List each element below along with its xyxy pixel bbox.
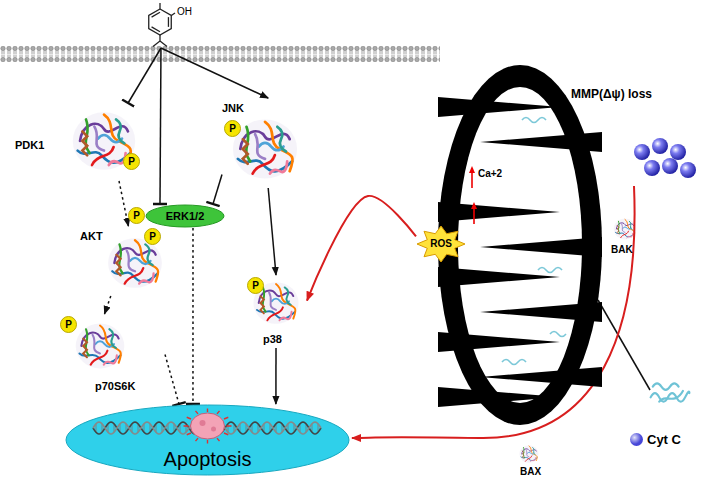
protein-structure	[651, 383, 690, 401]
phospho-label: P	[65, 319, 72, 331]
activation-arrow	[161, 48, 268, 98]
protein-structure	[614, 219, 637, 240]
protein-structure	[76, 324, 125, 369]
legend-entry: Cyt C	[630, 432, 681, 447]
atom-label: OH	[177, 6, 192, 18]
protein-label: JNK	[222, 102, 244, 115]
phospho-badge: P	[128, 207, 145, 224]
mito-label: MMP(Δψ) loss	[571, 88, 652, 102]
phospho-label: P	[133, 210, 140, 222]
protein-node: JNK P	[222, 98, 306, 188]
phospho-label: P	[229, 123, 236, 135]
protein-label: BAK	[611, 244, 633, 256]
ion-label: Ca+2	[478, 168, 502, 180]
ros-label: ROS	[430, 238, 452, 250]
phospho-badge: P	[247, 277, 264, 294]
phospho-badge: P	[144, 228, 161, 245]
activation-arrow	[105, 296, 111, 314]
phospho-badge: P	[123, 153, 140, 170]
inhibition-line	[128, 48, 161, 103]
protein-node: p38 P	[245, 275, 307, 348]
legend-label: Cyt C	[647, 432, 681, 447]
inhibition-line	[192, 228, 194, 404]
activation-arrow	[268, 188, 276, 275]
phospho-label: P	[149, 231, 156, 243]
phospho-badge: P	[60, 316, 77, 333]
phospho-badge: P	[224, 120, 241, 137]
legend-swatch	[630, 433, 643, 446]
apoptosis-label: Apoptosis	[164, 448, 252, 471]
protein-node: AKT P	[80, 226, 168, 296]
protein-node: PDK1P	[15, 103, 145, 181]
protein-label: BAX	[520, 466, 541, 478]
activation-arrow	[275, 348, 277, 404]
activation-arrow	[119, 181, 128, 226]
protein-label: AKT	[80, 230, 103, 243]
cytochrome-cluster	[634, 138, 696, 178]
inhibition-line	[213, 175, 222, 205]
protein-structure	[519, 445, 538, 463]
ros-burst: ROS	[416, 225, 466, 263]
apoptosis-ellipse: Apoptosis	[65, 404, 350, 476]
thymol-molecule: OH	[130, 0, 194, 48]
phospho-label: P	[252, 280, 259, 292]
protein-label: p38	[263, 333, 282, 346]
phospho-label: P	[128, 156, 135, 168]
inhibition-line	[165, 355, 179, 405]
ros-arrow	[307, 196, 416, 301]
protein-label: p70S6K	[95, 380, 135, 393]
protein-label: PDK1	[15, 139, 44, 152]
kinase-label: ERK1/2	[166, 210, 205, 223]
cell-membrane	[0, 46, 440, 62]
protein-node: p70S6K P	[55, 314, 165, 395]
kinase-ellipse: ERK1/2	[145, 204, 225, 228]
protein-structure	[108, 238, 162, 288]
inhibition-line	[159, 48, 161, 204]
protein-structure	[233, 119, 297, 178]
